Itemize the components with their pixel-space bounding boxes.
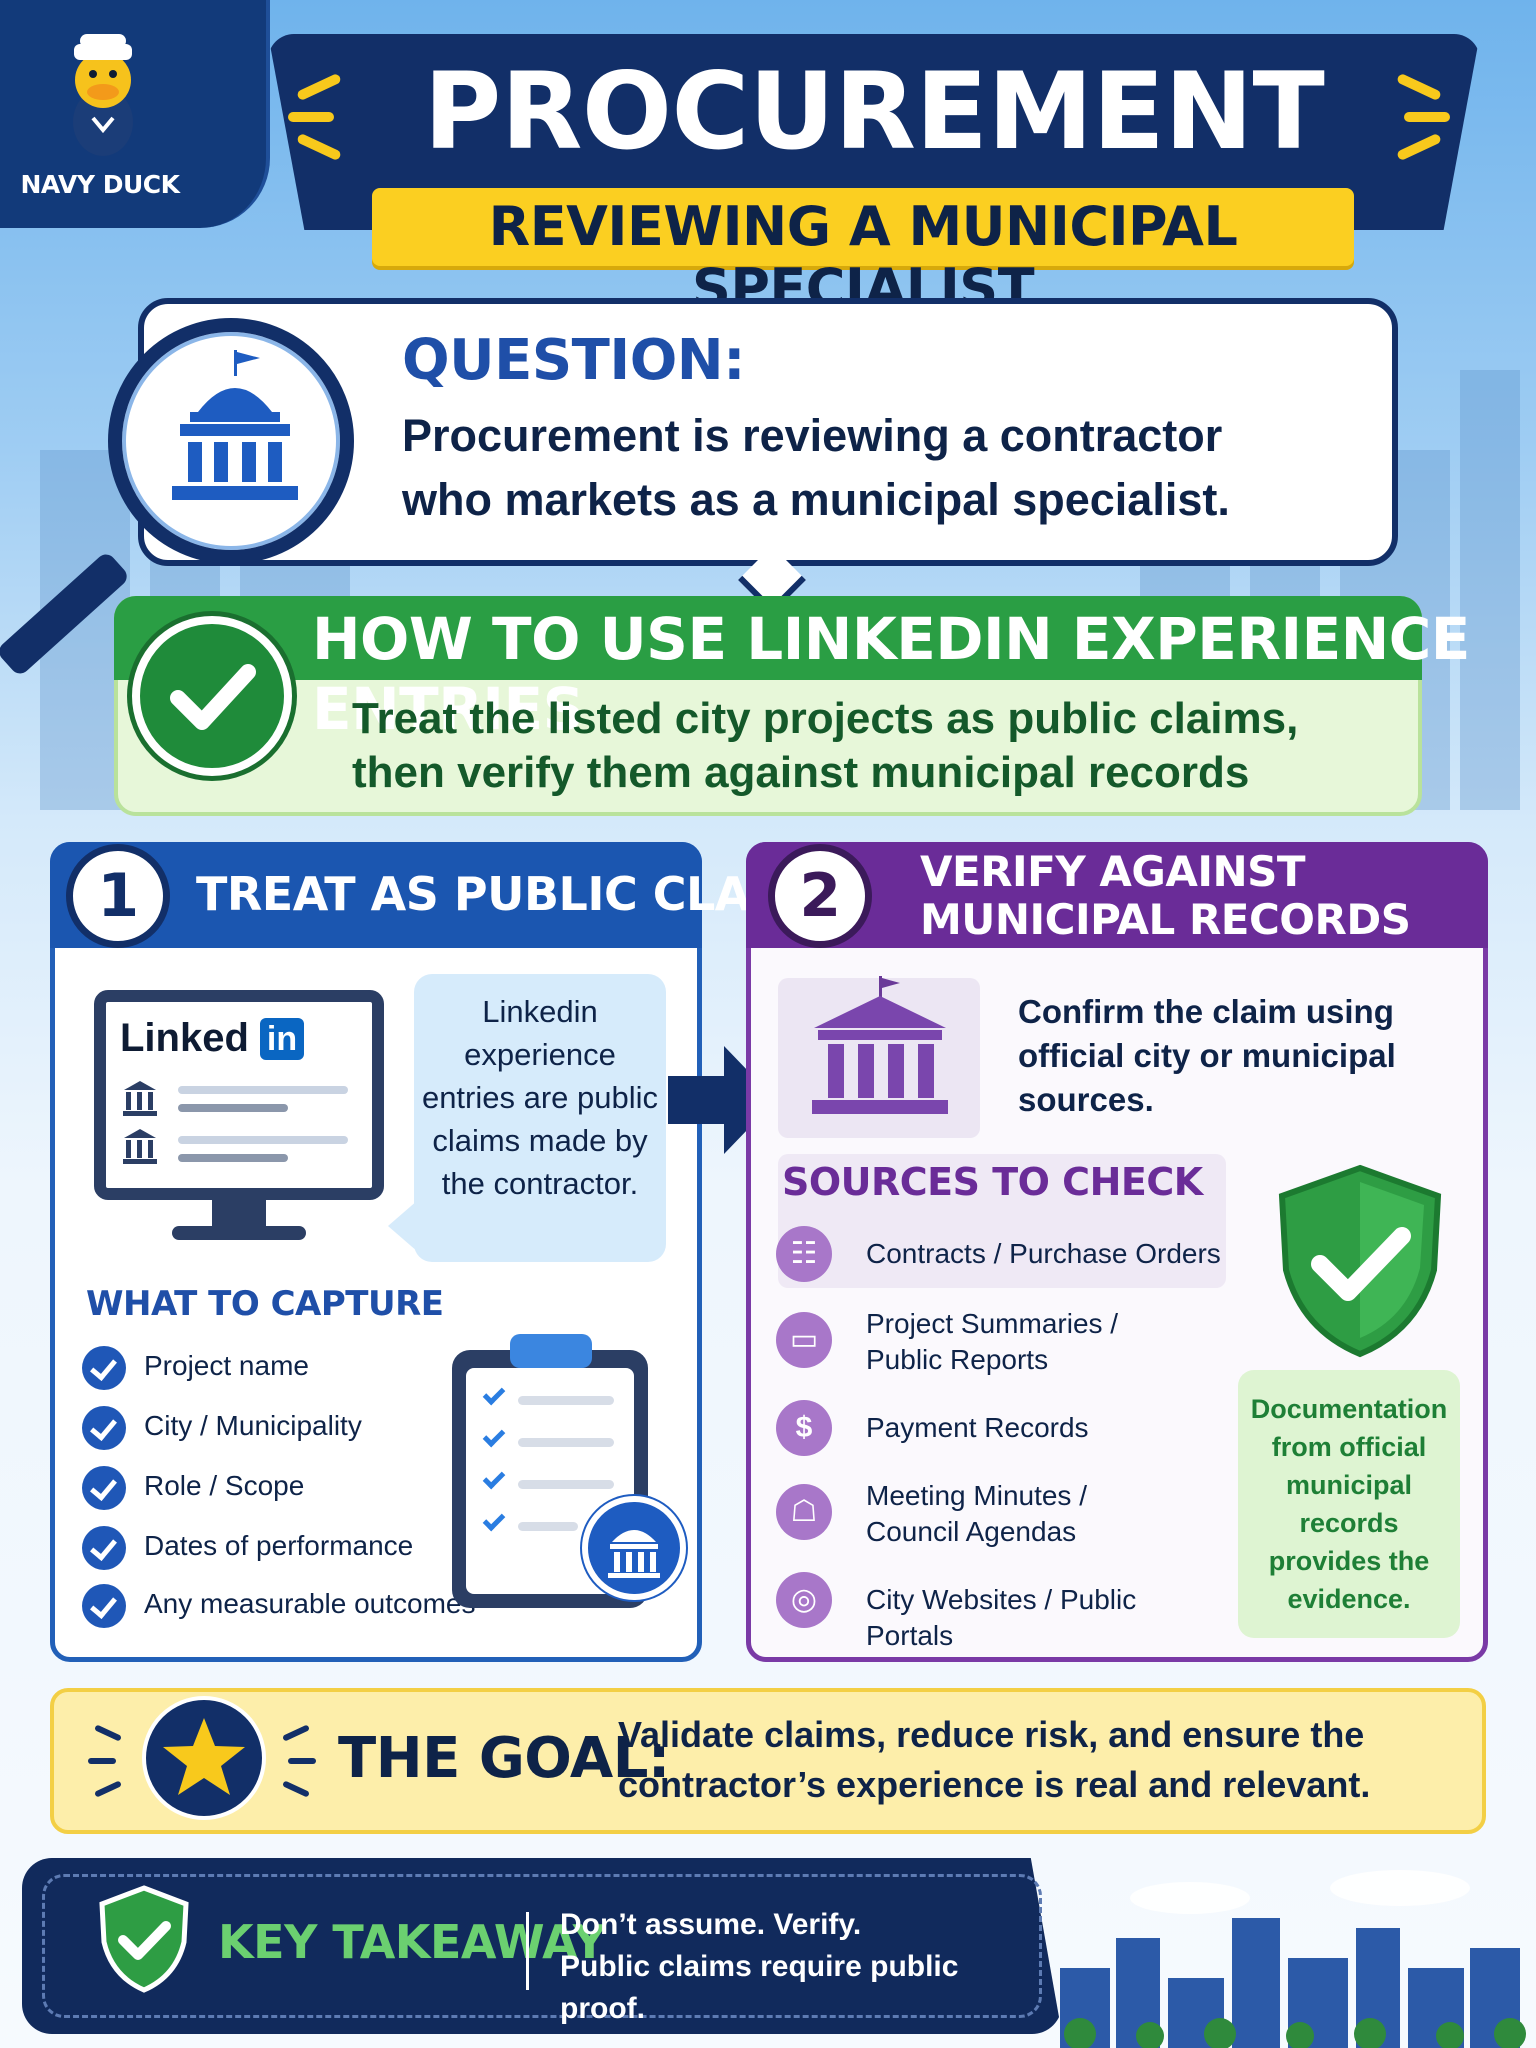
star-icon: [142, 1696, 266, 1820]
monitor-line: [178, 1104, 288, 1112]
step-number-2: 2: [768, 844, 872, 948]
meeting-icon: ☖: [776, 1484, 832, 1540]
check-icon: [82, 1346, 126, 1390]
key-takeaway-text: Don’t assume. Verify. Public claims requ…: [560, 1904, 1040, 2030]
linkedin-wordmark: Linked: [120, 1016, 249, 1060]
key-takeaway-border: [42, 1874, 1042, 2018]
check-icon: [82, 1406, 126, 1450]
globe-icon: ◎: [776, 1572, 832, 1628]
check-icon: [82, 1526, 126, 1570]
key-takeaway-label: KEY TAKEAWAY: [218, 1915, 606, 1969]
panel-2-title: VERIFY AGAINST MUNICIPAL RECORDS: [920, 848, 1440, 944]
key-takeaway-divider: [526, 1912, 529, 1990]
question-label: QUESTION:: [402, 328, 746, 393]
badge-label: NAVY DUCK: [20, 170, 180, 199]
key-takeaway-line: Don’t assume. Verify.: [560, 1908, 862, 1941]
city-hall-badge-icon: [582, 1496, 686, 1600]
step-number-1: 1: [66, 844, 170, 948]
monitor-line: [178, 1086, 348, 1094]
documentation-text: Documentation from official municipal re…: [1250, 1394, 1448, 1614]
dollar-icon: $: [776, 1400, 832, 1456]
ray-decoration: [88, 1758, 116, 1764]
monitor-stand: [212, 1200, 266, 1228]
building-icon: [123, 1129, 157, 1164]
check-icon: [82, 1584, 126, 1628]
city-skyline-illustration: [1060, 1870, 1526, 2048]
capture-label: WHAT TO CAPTURE: [86, 1284, 444, 1324]
monitor-line: [178, 1136, 348, 1144]
sources-label: SOURCES TO CHECK: [782, 1160, 1203, 1204]
spark-decoration: [288, 112, 334, 122]
panel-1-title: TREAT AS PUBLIC CLAIMS: [196, 867, 845, 921]
key-takeaway-bar: [22, 1858, 1062, 2034]
howto-header: [114, 596, 1422, 680]
question-text: Procurement is reviewing a contractor wh…: [402, 410, 1230, 525]
key-takeaway-line: Public claims require public proof.: [560, 1950, 959, 2025]
spark-decoration: [1404, 112, 1450, 122]
check-icon: [82, 1466, 126, 1510]
building-icon: [123, 1081, 157, 1116]
shield-check-icon: [99, 1885, 189, 1993]
shield-check-icon: [1278, 1164, 1442, 1358]
goal-label: THE GOAL:: [338, 1726, 670, 1791]
goal-text: Validate claims, reduce risk, and ensure…: [618, 1714, 1371, 1805]
linkedin-logo-icon: in: [260, 1018, 304, 1060]
panel-2-title-line: VERIFY AGAINST: [920, 847, 1306, 896]
speech-bubble-tail: [388, 1200, 418, 1252]
check-circle-icon: [132, 616, 292, 776]
ray-decoration: [288, 1758, 316, 1764]
clipboard-clip: [510, 1334, 592, 1368]
confirm-text: Confirm the claim using official city or…: [1018, 993, 1396, 1118]
navy-duck-badge: [0, 0, 270, 228]
monitor-base: [172, 1226, 306, 1240]
speech-bubble: [414, 974, 666, 1262]
monitor-icon: [94, 990, 384, 1200]
panel-2-title-line: MUNICIPAL RECORDS: [920, 895, 1411, 944]
sources-backdrop: [778, 1154, 1226, 1288]
document-icon: ☷: [776, 1226, 832, 1282]
speech-text: Linkedin experience entries are public c…: [421, 994, 659, 1201]
city-hall-magnifier-icon: [172, 350, 298, 500]
howto-body: Treat the listed city projects as public…: [352, 694, 1299, 797]
documentation-box: [1238, 1370, 1460, 1638]
municipal-building-icon: [812, 976, 948, 1114]
howto-title: HOW TO USE LINKEDIN EXPERIENCE ENTRIES: [312, 605, 1470, 743]
duck-mascot-icon: [73, 34, 133, 156]
subtitle-strip: [372, 188, 1354, 266]
monitor-line: [178, 1154, 288, 1162]
folder-icon: ▭: [776, 1312, 832, 1368]
